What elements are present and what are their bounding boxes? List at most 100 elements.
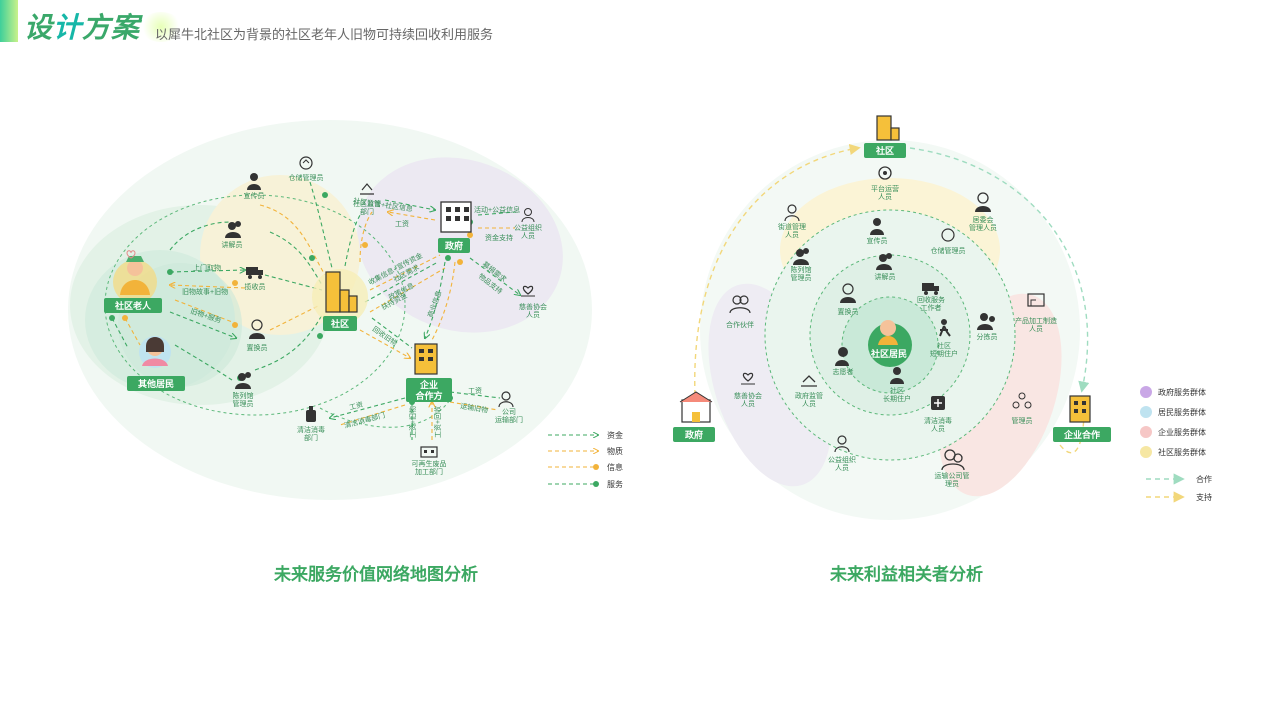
svg-text:社区: 社区 (937, 341, 951, 350)
svg-text:志愿者: 志愿者 (833, 367, 854, 376)
right-node-community: 社区 (864, 115, 906, 158)
flow-label: 旧物故事+旧物 (182, 287, 228, 296)
right-node-residents: 社区居民 (870, 320, 907, 359)
svg-text:运输公司管: 运输公司管 (935, 471, 970, 480)
actor-label: 揽收员 (245, 282, 266, 291)
legend-label: 社区服务群体 (1158, 447, 1206, 457)
svg-text:清洁消毒: 清洁消毒 (924, 416, 952, 425)
node-elder-label: 社区老人 (114, 300, 152, 311)
svg-text:人员: 人员 (835, 464, 849, 472)
actor-short-term-resident-icon (939, 319, 951, 337)
svg-text:人员: 人员 (785, 231, 799, 239)
svg-text:人员: 人员 (931, 425, 945, 433)
svg-text:居委会: 居委会 (973, 215, 994, 224)
actor-label: 加工部门 (415, 467, 443, 476)
actor-volunteer-icon (835, 347, 849, 366)
svg-text:管理人员: 管理人员 (969, 223, 997, 232)
right-map-background (700, 140, 1080, 520)
actor-label: 部门 (304, 433, 318, 442)
legend-label: 企业服务群体 (1158, 427, 1206, 437)
actor-label: 部门 (360, 207, 374, 216)
left-map-flows (111, 181, 520, 440)
legend-swatch-community (1140, 446, 1152, 458)
actor-warehouse-icon (299, 156, 313, 170)
right-node-residents-label: 社区居民 (870, 348, 907, 359)
actor-exchanger-icon (249, 319, 265, 339)
actor-partner-icon (729, 295, 751, 314)
node-other-residents-label: 其他居民 (138, 378, 174, 389)
right-actors: 平台运营 人员 居委会 管理人员 街道管理 人员 宣传员 仓储管理员 陈列馆 管… (726, 166, 1057, 488)
svg-text:社区: 社区 (890, 386, 904, 395)
actor-charity-assoc-icon (521, 285, 535, 297)
left-actors: 宣传员 仓储管理员 讲解员 揽收员 置换员 陈列馆 管理员 社区监管 部门 公益… (222, 156, 547, 476)
actor-gallery-manager-icon (793, 248, 809, 265)
actor-collector-icon (922, 283, 939, 295)
right-node-government: 政府 (673, 391, 715, 442)
actor-sorter-icon (977, 313, 995, 330)
svg-text:合作伙伴: 合作伙伴 (726, 320, 754, 329)
actor-gallery-manager-icon (235, 372, 251, 389)
actor-label: 可再生废品 (412, 459, 447, 468)
svg-text:产品加工制造: 产品加工制造 (1015, 316, 1057, 325)
actor-warehouse-icon (941, 228, 955, 242)
actor-label: 管理员 (233, 399, 254, 408)
actor-charity-org-icon (834, 435, 850, 453)
actor-label: 陈列馆 (233, 391, 254, 400)
actor-narrator-icon (225, 221, 241, 238)
node-enterprise-label-1: 企业 (419, 379, 438, 390)
node-other-residents: 其他居民 (127, 336, 185, 391)
right-node-community-label: 社区 (875, 145, 894, 156)
svg-text:短期住户: 短期住户 (930, 349, 958, 358)
actor-exchanger-icon (840, 283, 856, 303)
right-legend: 政府服务群体 居民服务群体 企业服务群体 社区服务群体 合作 支持 (1140, 386, 1212, 503)
actor-collector-icon (246, 267, 263, 279)
node-enterprise: 企业 合作方 (406, 343, 452, 402)
svg-text:人员: 人员 (802, 400, 816, 408)
header-glow (140, 12, 182, 42)
flow-label: 活动+公益信息 (474, 205, 520, 214)
title-char-2: 计 (53, 12, 83, 43)
actor-label: 公司 (502, 408, 516, 416)
legend-swatch-gov (1140, 386, 1152, 398)
right-node-enterprise-label: 企业合作 (1063, 429, 1100, 440)
actor-label: 社区监管 (353, 199, 381, 208)
flow-label: 工资+回收 (433, 406, 442, 438)
legend-swatch-residents (1140, 406, 1152, 418)
svg-text:平台运营: 平台运营 (871, 184, 899, 193)
legend-swatch-enterprise (1140, 426, 1152, 438)
actor-label: 公益组织 (514, 223, 542, 232)
actor-charity-assoc-icon (741, 372, 755, 385)
actor-label: 人员 (521, 232, 535, 240)
svg-text:管理员: 管理员 (791, 273, 812, 282)
actor-transport-icon (498, 391, 514, 408)
actor-admin-icon (1012, 392, 1032, 409)
svg-text:公益组织: 公益组织 (828, 455, 856, 464)
legend-label: 合作 (1196, 474, 1212, 484)
node-government: 政府 (438, 201, 472, 253)
node-community: 社区 (312, 269, 368, 331)
actor-label: 慈善协会 (519, 302, 547, 311)
svg-text:人员: 人员 (1029, 325, 1043, 333)
flow-label: 工资 (468, 386, 482, 395)
legend-label: 政府服务群体 (1158, 387, 1206, 397)
svg-text:讲解员: 讲解员 (875, 272, 896, 281)
node-community-label: 社区 (330, 318, 349, 329)
right-node-government-label: 政府 (685, 429, 703, 440)
page-title: 设计方案 (24, 8, 140, 48)
svg-text:政府监管: 政府监管 (795, 391, 823, 400)
svg-text:置换员: 置换员 (838, 307, 859, 316)
right-node-enterprise: 企业合作 (1053, 395, 1111, 442)
actor-label: 仓储管理员 (289, 173, 324, 182)
legend-label: 服务 (607, 479, 623, 489)
actor-charity-org-icon (521, 208, 535, 223)
title-char-3: 方案 (82, 12, 141, 43)
legend-label: 居民服务群体 (1158, 407, 1206, 417)
right-map-arcs (694, 143, 1090, 454)
actor-transport-mgr-icon (941, 449, 965, 471)
svg-text:工作者: 工作者 (921, 303, 942, 312)
actor-committee-icon (975, 192, 991, 212)
svg-text:人员: 人员 (878, 193, 892, 201)
svg-text:宣传员: 宣传员 (867, 236, 888, 245)
legend-label: 资金 (607, 430, 623, 440)
